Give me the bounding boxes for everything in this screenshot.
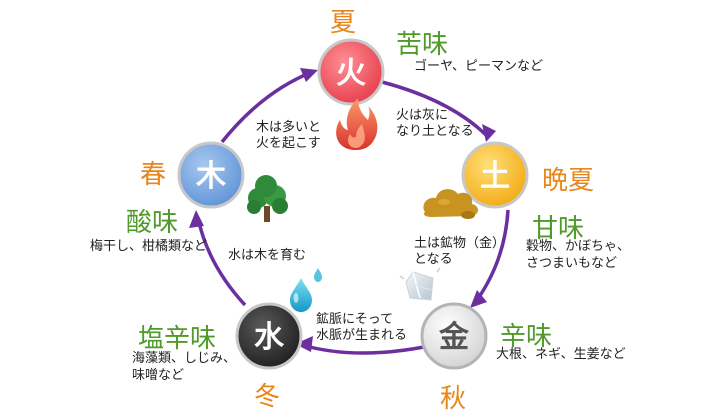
earth-foods-line2: さつまいもなど bbox=[526, 256, 618, 271]
element-fire: 火 bbox=[317, 38, 385, 106]
arrow-wood-to-fire bbox=[220, 70, 313, 144]
arrowhead-earth-to-metal bbox=[470, 290, 487, 308]
element-wood-label: 木 bbox=[195, 159, 226, 194]
element-metal-label: 金 bbox=[438, 320, 470, 355]
water-drop-icon bbox=[290, 268, 322, 312]
arrowhead-water-to-wood bbox=[189, 210, 204, 228]
element-water-label: 水 bbox=[254, 320, 285, 355]
tree-icon bbox=[247, 175, 288, 222]
fire-season: 夏 bbox=[330, 8, 357, 38]
mud-icon bbox=[423, 189, 478, 219]
note-water-to-wood: 水は木を育む bbox=[228, 248, 307, 263]
arrow-water-to-wood bbox=[196, 217, 247, 307]
wood-foods: 梅干し、柑橘類など bbox=[90, 239, 208, 254]
wood-taste: 酸味 bbox=[126, 208, 179, 238]
element-water: 水 bbox=[235, 302, 303, 370]
note-fire-to-earth: 火は灰に なり土となる bbox=[396, 108, 474, 139]
arrowhead-fire-to-earth bbox=[482, 124, 496, 142]
arrowhead-wood-to-fire bbox=[300, 68, 318, 82]
metal-season: 秋 bbox=[440, 384, 467, 414]
water-foods-line2: 味噌など bbox=[132, 368, 185, 383]
arrowhead-metal-to-water bbox=[295, 336, 313, 352]
crystal-icon bbox=[399, 267, 441, 301]
water-foods-line1: 海藻類、しじみ、 bbox=[132, 351, 237, 366]
water-season: 冬 bbox=[254, 382, 281, 412]
note-earth-to-metal: 土は鉱物（金） となる bbox=[414, 236, 506, 267]
water-foods: 海藻類、しじみ、 味噌など bbox=[132, 350, 236, 384]
metal-taste: 辛味 bbox=[500, 322, 553, 352]
earth-foods: 穀物、かぼちゃ、 さつまいもなど bbox=[526, 238, 630, 272]
element-earth: 土 bbox=[461, 141, 529, 209]
element-metal: 金 bbox=[420, 302, 488, 370]
arrow-earth-to-metal bbox=[475, 209, 510, 302]
earth-season: 晩夏 bbox=[542, 166, 595, 196]
metal-foods: 大根、ネギ、生姜など bbox=[496, 347, 626, 362]
earth-foods-line1: 穀物、かぼちゃ、 bbox=[526, 239, 631, 254]
element-earth-label: 土 bbox=[480, 159, 510, 194]
fire-foods: ゴーヤ、ピーマンなど bbox=[414, 59, 543, 74]
arrow-fire-to-earth bbox=[381, 80, 488, 137]
arrow-metal-to-water bbox=[301, 343, 425, 355]
fire-taste: 苦味 bbox=[396, 30, 449, 60]
wood-season: 春 bbox=[140, 160, 167, 190]
element-wood: 木 bbox=[177, 141, 245, 209]
note-wood-to-fire: 木は多いと 火を起こす bbox=[256, 120, 322, 151]
note-metal-to-water: 鉱脈にそって 水脈が生まれる bbox=[316, 312, 408, 343]
earth-taste: 甘味 bbox=[532, 214, 585, 244]
water-taste: 塩辛味 bbox=[138, 324, 217, 354]
element-fire-label: 火 bbox=[336, 56, 366, 91]
flame-icon bbox=[336, 98, 378, 150]
